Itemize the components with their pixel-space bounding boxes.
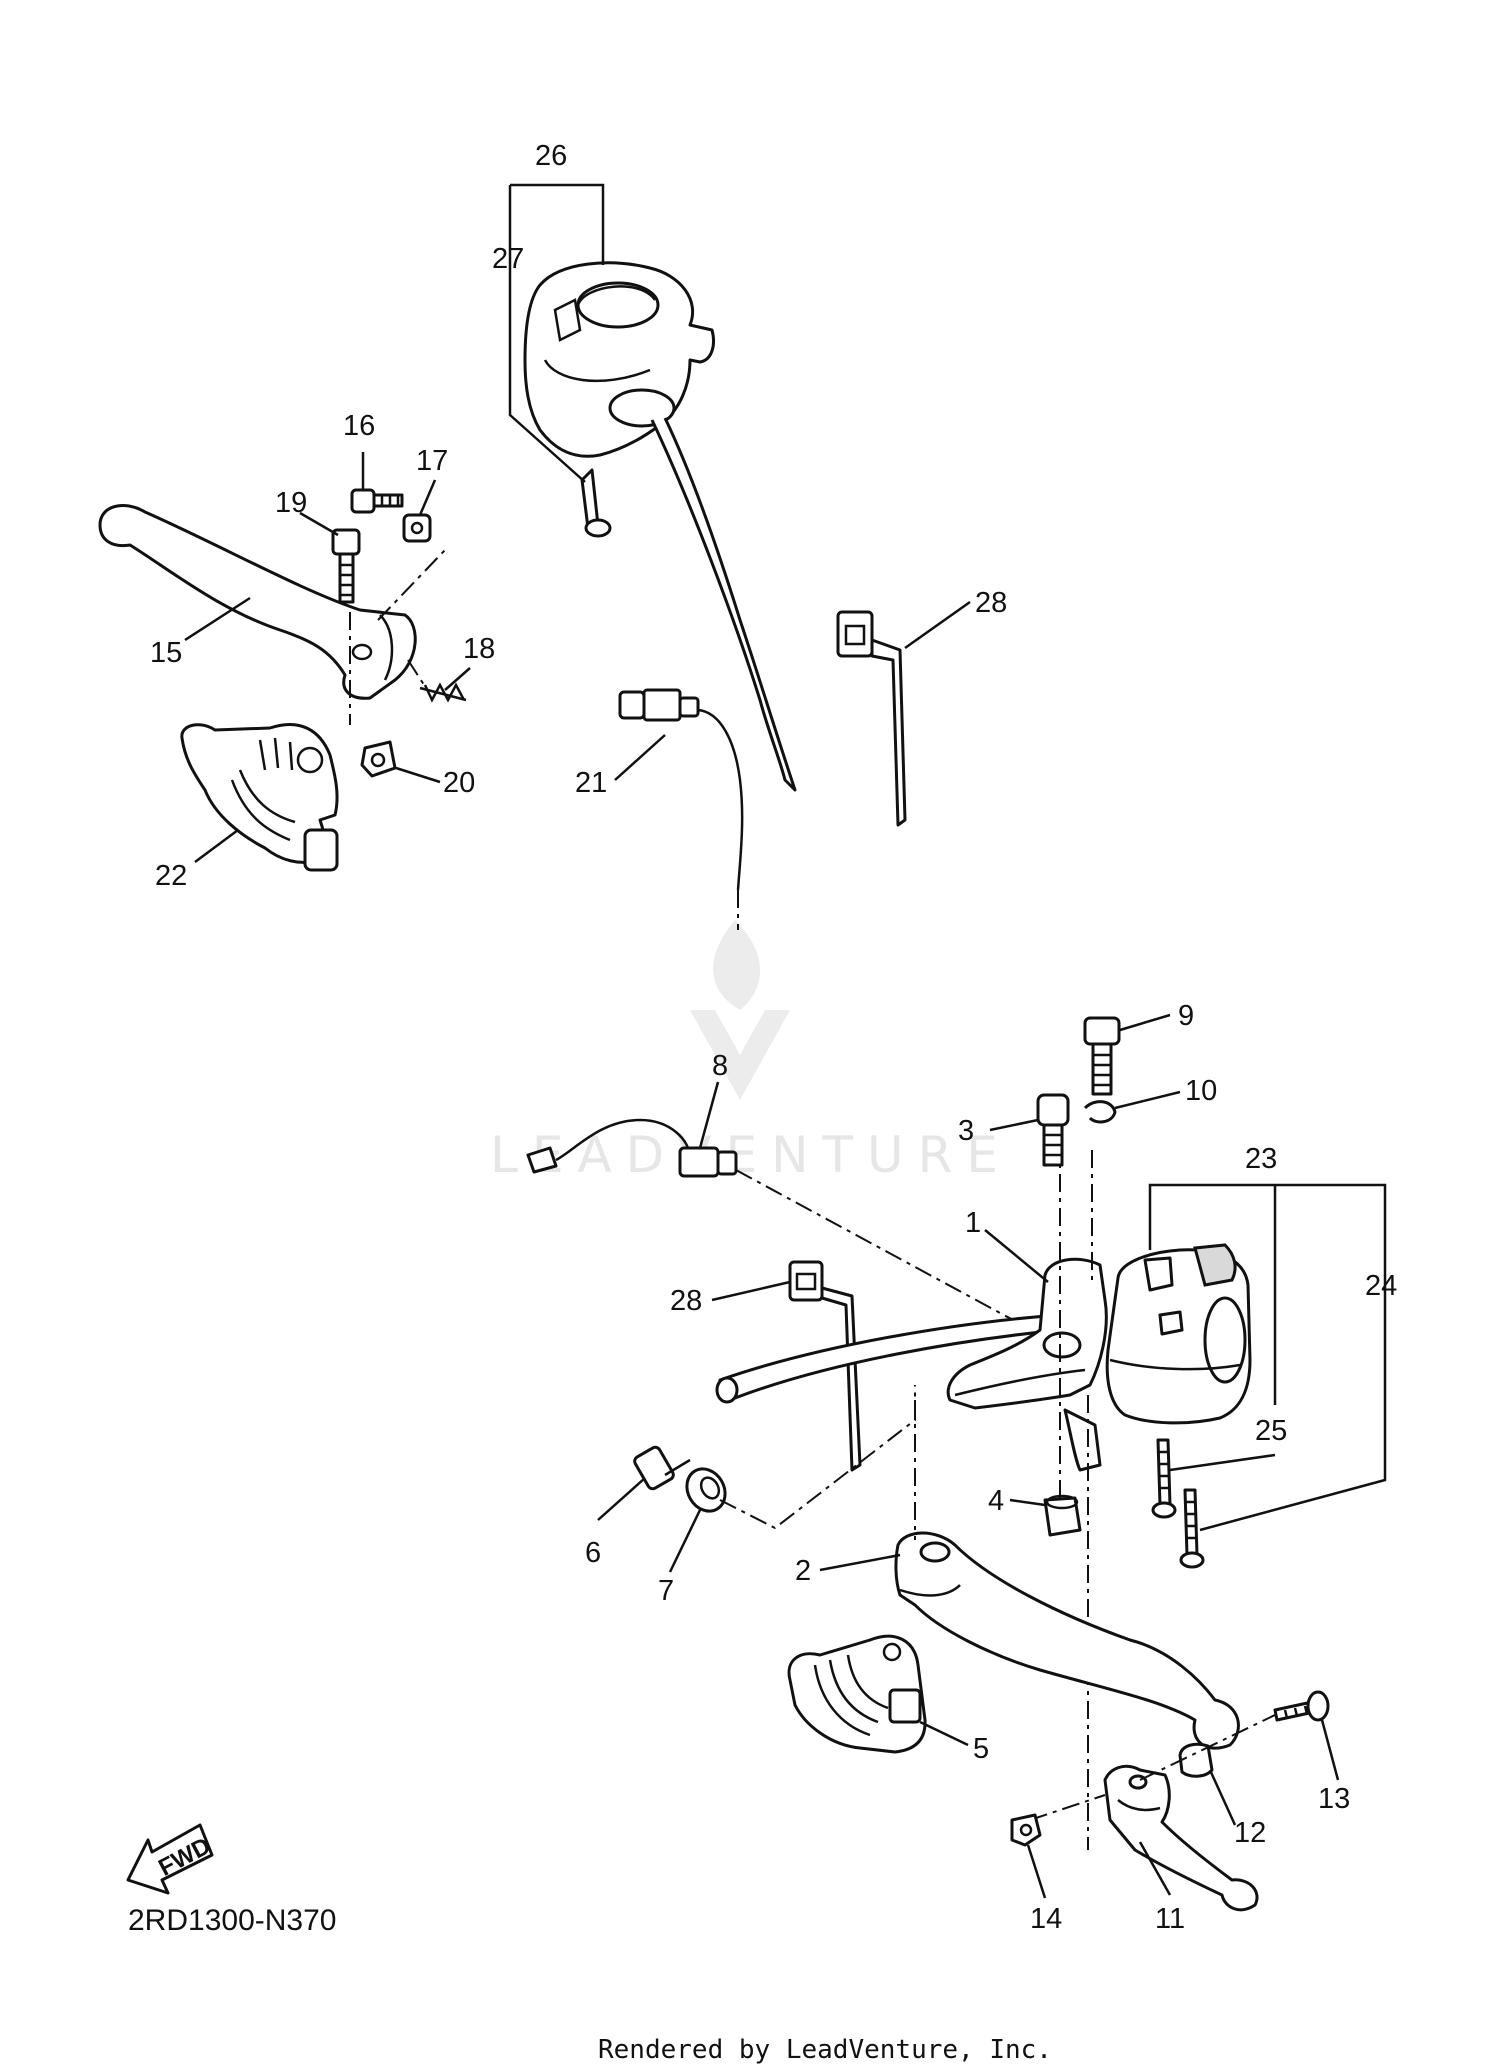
- screw-24: [1179, 1488, 1205, 1569]
- locknut-7: [685, 1467, 727, 1513]
- washer-10: [1083, 1100, 1117, 1124]
- assembly-line: [735, 1169, 1051, 1341]
- assembly-line: [377, 549, 446, 621]
- callout-28-upper: 28: [975, 587, 1007, 619]
- leader-lines: [184, 183, 1387, 1899]
- bolt-9: [1083, 1016, 1121, 1096]
- nut-17: [402, 513, 432, 543]
- callout-22: 22: [155, 860, 187, 892]
- nut-20: [360, 740, 397, 778]
- callout-5: 5: [973, 1733, 989, 1765]
- bolt-13: [1273, 1690, 1330, 1722]
- callout-3: 3: [958, 1115, 974, 1147]
- bolt-16: [350, 488, 404, 514]
- callout-16: 16: [343, 410, 375, 442]
- bolt-19: [331, 528, 361, 604]
- assembly-line: [407, 659, 427, 689]
- callout-24: 24: [1365, 1270, 1397, 1302]
- callout-14: 14: [1030, 1903, 1062, 1935]
- cable-tie-28-lower: [788, 1260, 862, 1472]
- callout-26: 26: [535, 140, 567, 172]
- callout-8: 8: [712, 1050, 728, 1082]
- switch-8: [526, 1118, 738, 1178]
- leadventure-watermark: LEADVENTURE: [490, 920, 1012, 1184]
- watermark-text: LEADVENTURE: [490, 1126, 1012, 1184]
- spring-18: [419, 682, 467, 703]
- fwd-arrow-icon: FWD: [126, 1823, 215, 1895]
- diagram-code: 2RD1300-N370: [128, 1904, 336, 1937]
- callout-10: 10: [1185, 1075, 1217, 1107]
- render-credit: Rendered by LeadVenture, Inc.: [598, 2035, 1052, 2065]
- nut-14: [1010, 1813, 1042, 1847]
- handlebar-switch-23: [1105, 1243, 1252, 1425]
- callout-19: 19: [275, 487, 307, 519]
- callout-27: 27: [492, 243, 524, 275]
- assembly-line: [1139, 1714, 1276, 1781]
- callout-20: 20: [443, 767, 475, 799]
- callout-9: 9: [1178, 1000, 1194, 1032]
- adjuster-6: [633, 1445, 691, 1491]
- callout-17: 17: [416, 445, 448, 477]
- callout-2: 2: [795, 1555, 811, 1587]
- holder-22: [180, 723, 339, 872]
- screw-27: [580, 468, 612, 538]
- callout-13: 13: [1318, 1783, 1350, 1815]
- cable-tie-28-upper: [836, 610, 907, 827]
- assembly-line: [1029, 1794, 1106, 1821]
- lever-holder-1: [946, 1257, 1108, 1472]
- screw-25: [1151, 1438, 1177, 1519]
- switch-21: [618, 688, 744, 930]
- callout-12: 12: [1234, 1817, 1266, 1849]
- collar-12: [1178, 1742, 1214, 1778]
- callout-18: 18: [463, 633, 495, 665]
- switch-cable: [650, 417, 797, 792]
- assembly-line: [719, 1385, 916, 1530]
- lever-2: [894, 1531, 1240, 1750]
- callout-25: 25: [1255, 1415, 1287, 1447]
- handlebar-switch-26: [523, 261, 715, 458]
- callout-23: 23: [1245, 1143, 1277, 1175]
- lever-15: [98, 504, 417, 700]
- nut-4: [1043, 1494, 1082, 1537]
- callout-1: 1: [965, 1207, 981, 1239]
- callout-11: 11: [1155, 1903, 1185, 1935]
- callout-28-lower: 28: [670, 1285, 702, 1317]
- callout-15: 15: [150, 637, 182, 669]
- bolt-3: [1036, 1093, 1070, 1167]
- callout-4: 4: [988, 1485, 1004, 1517]
- callout-21: 21: [575, 767, 607, 799]
- holder-5: [787, 1634, 927, 1754]
- callout-6: 6: [585, 1537, 601, 1569]
- callout-7: 7: [658, 1575, 674, 1607]
- callout-numbers: 26 27 16 17 19 15 18 20 22 21 28 8 9 10 …: [150, 140, 1397, 1935]
- lever-11: [1103, 1764, 1259, 1912]
